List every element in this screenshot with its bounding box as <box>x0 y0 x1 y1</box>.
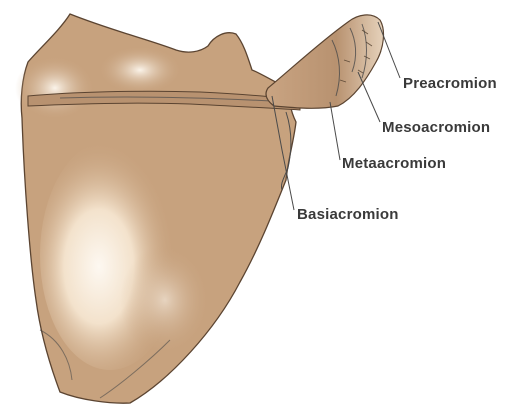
basiacromion-label: Basiacromion <box>297 206 399 223</box>
preacromion-label: Preacromion <box>403 75 497 92</box>
upper-left-highlight <box>15 56 95 120</box>
mesoacromion-leader <box>358 72 380 122</box>
metaacromion-leader <box>330 102 340 160</box>
metaacromion-label: Metaacromion <box>342 155 446 172</box>
lower-highlight <box>120 245 210 355</box>
upper-middle-highlight <box>98 46 182 94</box>
mesoacromion-label: Mesoacromion <box>382 119 490 136</box>
